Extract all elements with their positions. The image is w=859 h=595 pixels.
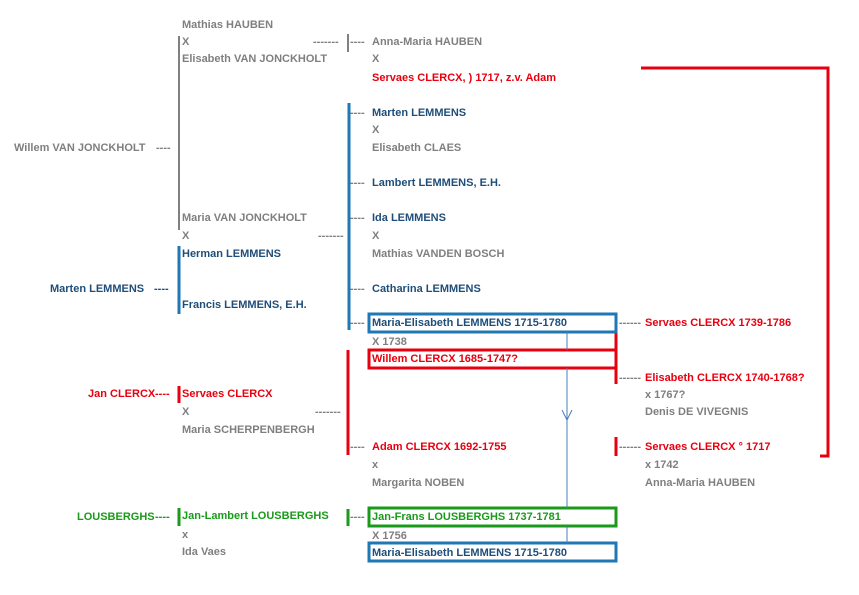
- person-maria-elisabeth-lemmens-2: Maria-Elisabeth LEMMENS 1715-1780: [372, 547, 568, 559]
- person-mathias-vanden-bosch: Mathias VANDEN BOSCH: [372, 248, 505, 260]
- marriage-year-1738: X 1738: [372, 336, 407, 348]
- person-jan-clercx: Jan CLERCX: [88, 388, 156, 400]
- dash-connector: ----: [350, 36, 365, 48]
- dash-connector: ------: [619, 441, 641, 453]
- box-maria-elisabeth-1: [367, 312, 618, 334]
- dash-connector: ----: [350, 212, 365, 224]
- marriage-x: X: [182, 406, 190, 418]
- marriage-year-1767: x 1767?: [645, 389, 686, 401]
- person-maria-van-jonckholt: Maria VAN JONCKHOLT: [182, 212, 307, 224]
- dash-connector: ----: [350, 177, 365, 189]
- person-marten-lemmens-gen1: Marten LEMMENS: [50, 283, 145, 295]
- dash-connector: ----: [350, 317, 365, 329]
- marriage-x: X: [372, 124, 380, 136]
- dash-connector: ----: [155, 511, 170, 523]
- person-denis-de-vivegnis: Denis DE VIVEGNIS: [645, 406, 749, 418]
- person-willem-van-jonckholt: Willem VAN JONCKHOLT: [14, 142, 146, 154]
- dash-connector: ------: [619, 372, 641, 384]
- person-elisabeth-clercx: Elisabeth CLERCX 1740-1768?: [645, 372, 805, 384]
- person-anna-maria-hauben-gen4: Anna-Maria HAUBEN: [645, 477, 756, 489]
- marriage-x: x: [372, 459, 379, 471]
- dash-connector: ------: [619, 317, 641, 329]
- person-servaes-clercx-gen2: Servaes CLERCX: [182, 388, 273, 400]
- person-servaes-clercx-1717: Servaes CLERCX ° 1717: [645, 441, 771, 453]
- person-jan-lambert-lousberghs: Jan-Lambert LOUSBERGHS: [182, 510, 329, 522]
- person-maria-scherpenbergh: Maria SCHERPENBERGH: [182, 424, 315, 436]
- marriage-x: X: [372, 53, 380, 65]
- dash-connector: ----: [350, 441, 365, 453]
- marriage-x: X: [372, 230, 380, 242]
- person-servaes-clercx-1717-adam: Servaes CLERCX, ) 1717, z.v. Adam: [372, 72, 557, 84]
- person-ida-vaes: Ida Vaes: [182, 546, 227, 558]
- servaes-identity-link: [641, 66, 830, 458]
- person-elisabeth-van-jonckholt: Elisabeth VAN JONCKHOLT: [182, 53, 328, 65]
- person-maria-elisabeth-lemmens-1: Maria-Elisabeth LEMMENS 1715-1780: [372, 317, 568, 329]
- dash-connector: ----: [350, 283, 365, 295]
- marriage-year-1756: X 1756: [372, 530, 407, 542]
- dash-connector: ----: [350, 107, 365, 119]
- person-herman-lemmens: Herman LEMMENS: [182, 248, 282, 260]
- person-anna-maria-hauben-gen3: Anna-Maria HAUBEN: [372, 36, 483, 48]
- person-servaes-clercx-1739: Servaes CLERCX 1739-1786: [645, 317, 792, 329]
- marriage-x: X: [182, 36, 190, 48]
- box-willem-clercx: [367, 348, 618, 370]
- person-marten-lemmens-gen3: Marten LEMMENS: [372, 107, 467, 119]
- person-willem-clercx: Willem CLERCX 1685-1747?: [372, 353, 519, 365]
- marriage-x: X: [182, 230, 190, 242]
- person-margarita-noben: Margarita NOBEN: [372, 477, 465, 489]
- person-francis-lemmens: Francis LEMMENS, E.H.: [182, 299, 307, 311]
- dash-connector: ----: [156, 142, 171, 154]
- marriage-x: x: [182, 529, 189, 541]
- dash-connector: -------: [315, 406, 341, 418]
- family-lousberghs: LOUSBERGHS: [77, 511, 155, 523]
- person-ida-lemmens: Ida LEMMENS: [372, 212, 446, 224]
- dash-connector: ----: [154, 283, 169, 295]
- box-maria-elisabeth-2: [367, 541, 618, 563]
- person-lambert-lemmens: Lambert LEMMENS, E.H.: [372, 177, 501, 189]
- dash-connector: ----: [155, 388, 170, 400]
- dash-connector: -------: [318, 230, 344, 242]
- dash-connector: -------: [313, 36, 339, 48]
- marriage-year-1742: x 1742: [645, 459, 679, 471]
- person-mathias-hauben: Mathias HAUBEN: [182, 19, 274, 31]
- person-adam-clercx: Adam CLERCX 1692-1755: [372, 441, 507, 453]
- person-jan-frans-lousberghs: Jan-Frans LOUSBERGHS 1737-1781: [372, 511, 561, 523]
- box-jan-frans: [367, 506, 618, 528]
- person-elisabeth-claes: Elisabeth CLAES: [372, 142, 462, 154]
- person-catharina-lemmens: Catharina LEMMENS: [372, 283, 481, 295]
- dash-connector: ----: [350, 511, 365, 523]
